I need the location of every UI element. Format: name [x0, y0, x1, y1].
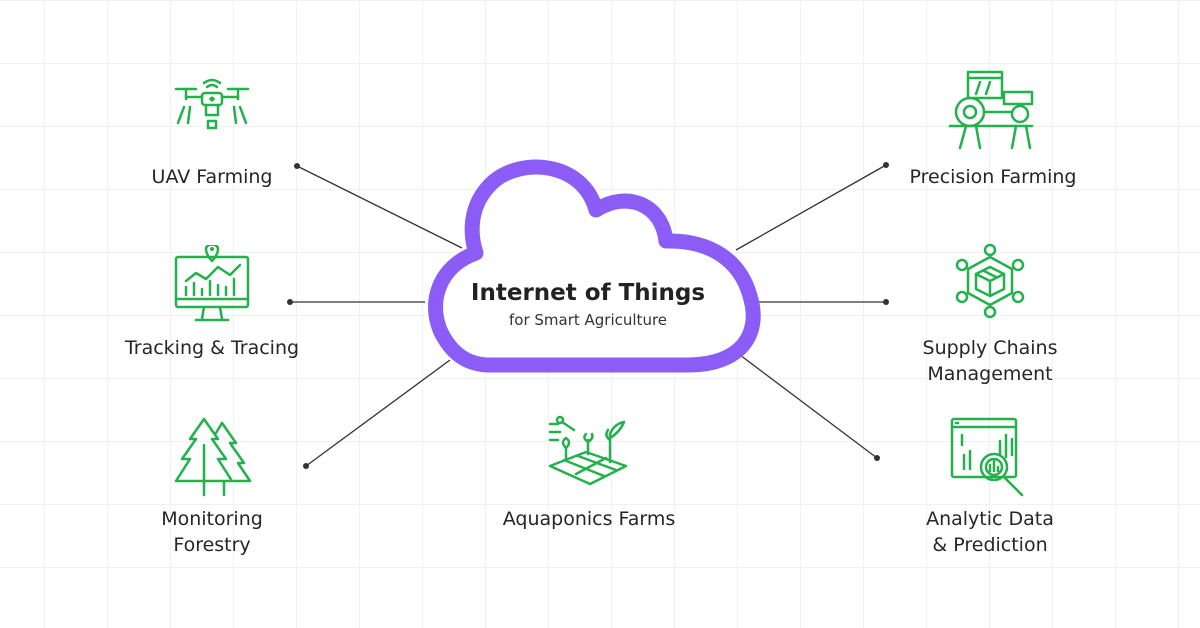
- node-label-forestry: Monitoring Forestry: [92, 506, 332, 558]
- network-box-icon: [955, 243, 1025, 319]
- monitor-chart-icon: [174, 245, 250, 322]
- connector-precision: [735, 164, 887, 251]
- node-label-analytic-line-1: Analytic Data: [926, 508, 1054, 530]
- node-label-analytic: Analytic Data & Prediction: [870, 506, 1110, 558]
- hub-title: Internet of Things: [470, 280, 706, 306]
- connector-dot-tracking: [287, 299, 293, 305]
- node-label-supply-line-2: Management: [927, 363, 1053, 385]
- node-label-uav: UAV Farming: [151, 166, 273, 188]
- node-label-supply: Supply Chains Management: [870, 335, 1110, 387]
- node-label-precision: Precision Farming: [909, 166, 1077, 188]
- node-label-tracking: Tracking & Tracing: [124, 337, 300, 359]
- trees-icon: [174, 417, 252, 497]
- connector-uav: [296, 165, 463, 249]
- connector-dot-precision: [883, 162, 889, 168]
- node-label-analytic-line-2: & Prediction: [932, 534, 1048, 556]
- hub-subtitle: for Smart Agriculture: [508, 311, 668, 329]
- connector-analytic: [735, 351, 878, 459]
- node-label-forestry-line-2: Forestry: [173, 534, 251, 556]
- node-label-forestry-line-1: Monitoring: [161, 508, 263, 530]
- connector-forestry: [305, 359, 451, 467]
- node-label-supply-line-1: Supply Chains: [922, 337, 1058, 359]
- connector-dot-supply: [883, 299, 889, 305]
- connector-dot-forestry: [303, 463, 309, 469]
- data-analysis-icon: [950, 417, 1024, 497]
- tractor-icon: [948, 70, 1034, 150]
- plant-field-icon: [548, 415, 628, 486]
- connector-dot-analytic: [874, 455, 880, 461]
- node-label-aquaponics: Aquaponics Farms: [502, 508, 676, 530]
- drone-icon: [174, 78, 250, 130]
- cloud-icon: [428, 159, 761, 373]
- connector-dot-uav: [294, 163, 300, 169]
